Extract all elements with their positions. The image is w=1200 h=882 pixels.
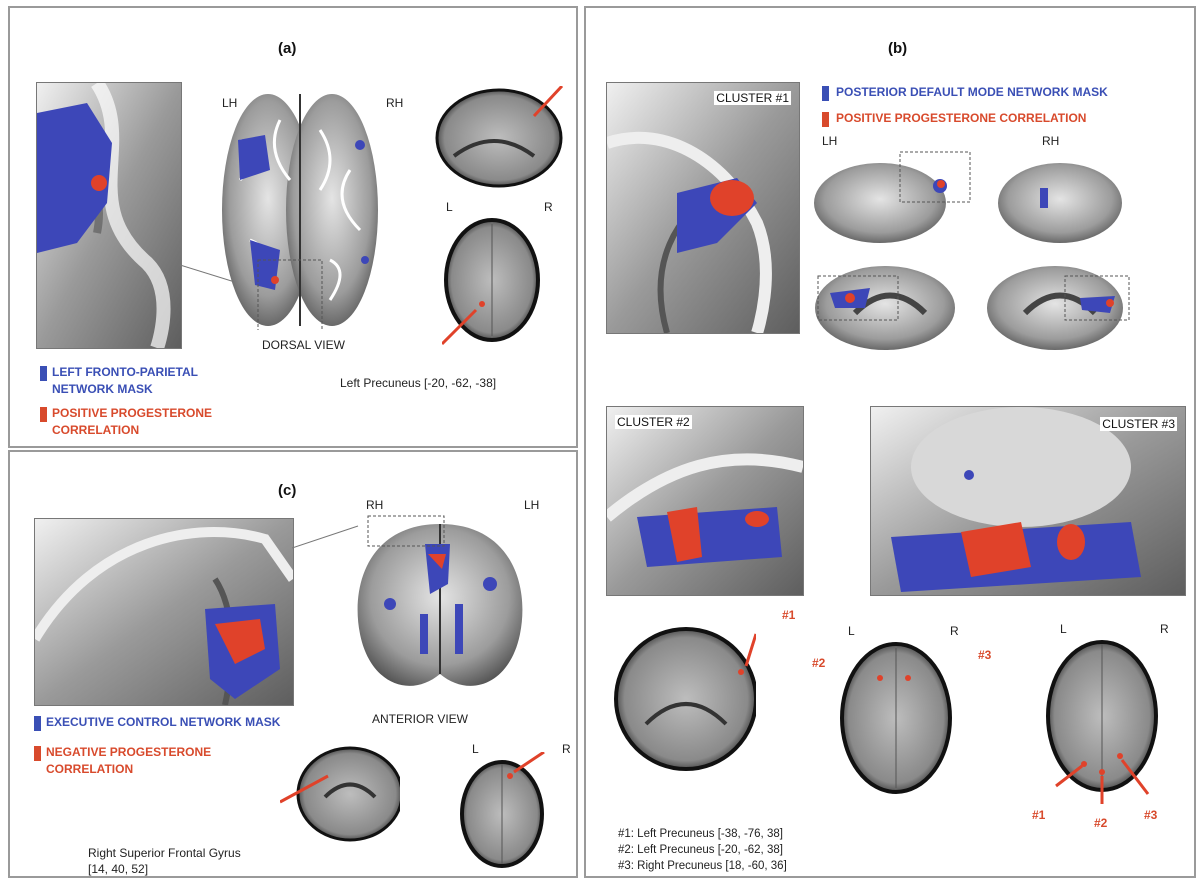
cortex-surface-closeup	[37, 83, 181, 348]
legend-blue-label: POSTERIOR DEFAULT MODE NETWORK MASK	[836, 85, 1108, 99]
arrow-icon	[442, 308, 478, 346]
cortex-surface-closeup	[607, 407, 803, 595]
panel-a: (a) LH RH DORSAL VIEW L R LEFT FR	[8, 6, 578, 448]
cluster2-label: CLUSTER #2	[615, 415, 692, 429]
cluster1-label: CLUSTER #1	[714, 91, 791, 105]
cluster3-label: CLUSTER #3	[1100, 417, 1177, 431]
legend-blue-label: EXECUTIVE CONTROL NETWORK MASK	[46, 715, 281, 729]
hemi-label-lh: LH	[524, 498, 540, 512]
arrow-icon	[744, 633, 756, 667]
anterior-view-label: ANTERIOR VIEW	[372, 712, 469, 726]
anterior-brain-view	[357, 515, 523, 686]
axial-label-r: R	[562, 742, 571, 756]
panel-c: (c) RH LH ANTERIOR VIEW EXECUTIVE CONTRO…	[8, 450, 578, 878]
cluster3-inset: CLUSTER #3	[870, 406, 1186, 596]
region-name: Right Superior Frontal Gyrus	[88, 846, 241, 860]
sagittal-mri	[435, 86, 564, 188]
cortex-surface-closeup	[607, 83, 799, 333]
panel-a-zoom-inset	[36, 82, 182, 349]
hemi-label-rh: RH	[1042, 134, 1060, 148]
marker-2-axial: #2	[1094, 816, 1108, 830]
axial-label-l: L	[1060, 622, 1067, 636]
arrow-icon	[513, 752, 545, 774]
marker-1-axial: #1	[1032, 808, 1046, 822]
marker-3-axial: #3	[1144, 808, 1158, 822]
legend-swatch-blue	[40, 366, 47, 381]
axial-mri	[1046, 640, 1158, 804]
legend-red-label: POSITIVE PROGESTERONE CORRELATION	[836, 111, 1087, 125]
hemi-label-rh: RH	[386, 96, 404, 110]
coronal-label-r: R	[950, 624, 959, 638]
marker-1-sagittal: #1	[782, 608, 796, 622]
sagittal-mri	[614, 627, 756, 771]
legend-swatch-red	[822, 112, 829, 127]
cortex-surface-closeup	[871, 407, 1185, 595]
connector-line	[292, 525, 359, 549]
panel-c-title: (c)	[278, 482, 297, 499]
cluster-coord-1: #1: Left Precuneus [-38, -76, 38]	[618, 828, 783, 840]
legend-swatch-red	[40, 407, 47, 422]
axial-mri	[442, 218, 540, 346]
axial-mri	[460, 752, 545, 868]
hemi-label-rh: RH	[366, 498, 384, 512]
axial-label-l: L	[446, 200, 453, 214]
red-correlation-blob	[91, 175, 107, 191]
blue-mask-blob	[37, 103, 112, 253]
axial-label-l: L	[472, 742, 479, 756]
hemi-label-lh: LH	[222, 96, 238, 110]
cluster1-inset: CLUSTER #1	[606, 82, 800, 334]
legend-red-label: POSITIVE PROGESTERONE CORRELATION	[52, 406, 213, 437]
dorsal-view-label: DORSAL VIEW	[262, 338, 345, 352]
lateral-medial-brain-views	[814, 151, 1130, 350]
coronal-label-l: L	[848, 624, 855, 638]
cluster2-inset: CLUSTER #2	[606, 406, 804, 596]
legend-swatch-red	[34, 746, 41, 761]
legend-swatch-blue	[34, 716, 41, 731]
marker-3-coronal: #3	[978, 648, 992, 662]
connector-line	[180, 264, 239, 284]
hemi-label-lh: LH	[822, 134, 838, 148]
marker-2-coronal: #2	[812, 656, 826, 670]
cortex-surface-closeup	[35, 519, 293, 705]
dorsal-brain-view	[222, 94, 378, 330]
panel-b: (b) POSTERIOR DEFAULT MODE NETWORK MASK …	[584, 6, 1196, 878]
arrow-icon	[280, 774, 329, 804]
panel-b-title: (b)	[888, 40, 908, 57]
cluster-coord-2: #2: Left Precuneus [-20, -62, 38]	[618, 844, 783, 856]
panel-a-title: (a)	[278, 40, 297, 57]
legend-red-label: NEGATIVE PROGESTERONE CORRELATION	[46, 745, 212, 776]
legend-swatch-blue	[822, 86, 829, 101]
panel-c-zoom-inset	[34, 518, 294, 706]
legend-blue-label: LEFT FRONTO-PARIETAL NETWORK MASK	[52, 365, 198, 396]
region-coords: [14, 40, 52]	[88, 862, 149, 876]
axial-label-r: R	[1160, 622, 1169, 636]
cluster-coord-3: #3: Right Precuneus [18, -60, 36]	[618, 860, 787, 872]
region-label: Left Precuneus [-20, -62, -38]	[340, 376, 497, 390]
axial-label-r: R	[544, 200, 553, 214]
coronal-mri	[840, 642, 952, 794]
sagittal-mri	[280, 746, 400, 842]
arrow-icon	[532, 86, 564, 118]
